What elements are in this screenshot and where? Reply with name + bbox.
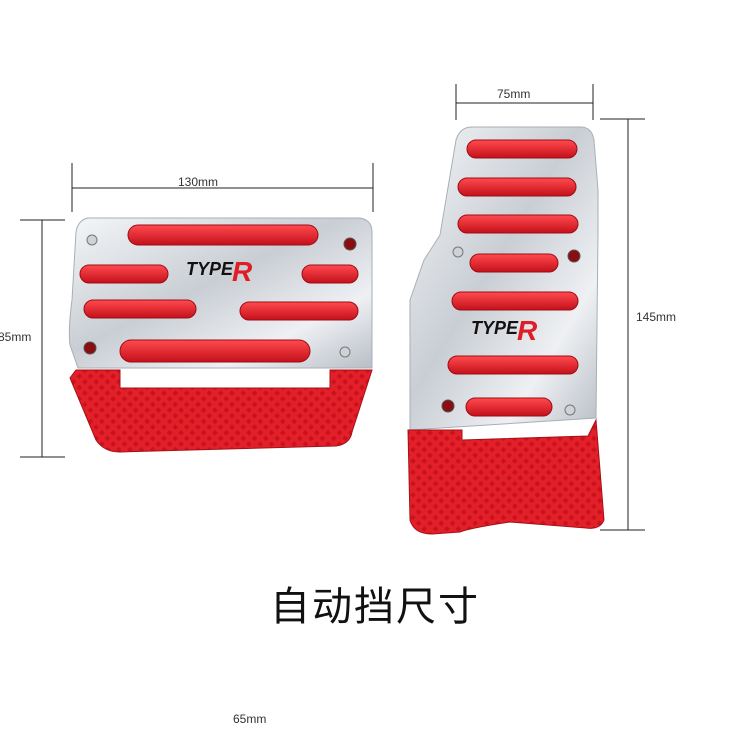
dimension-lines (20, 84, 645, 531)
gas-height-label: 145mm (636, 310, 677, 324)
svg-text:R: R (517, 315, 538, 346)
gas-logo: TYPE R (471, 315, 538, 346)
stray-dimension-label: 65mm (233, 712, 267, 726)
brake-width-label: 130mm (178, 175, 219, 189)
brake-pedal (68, 217, 373, 453)
brake-logo: TYPE R (186, 256, 253, 287)
brake-height-label: 85mm (0, 330, 32, 344)
caption-title: 自动挡尺寸 (270, 584, 480, 630)
svg-text:TYPE: TYPE (471, 318, 519, 338)
svg-text:TYPE: TYPE (186, 259, 234, 279)
gas-pedal (407, 126, 605, 535)
gas-width-label: 75mm (497, 87, 531, 101)
svg-text:R: R (232, 256, 253, 287)
